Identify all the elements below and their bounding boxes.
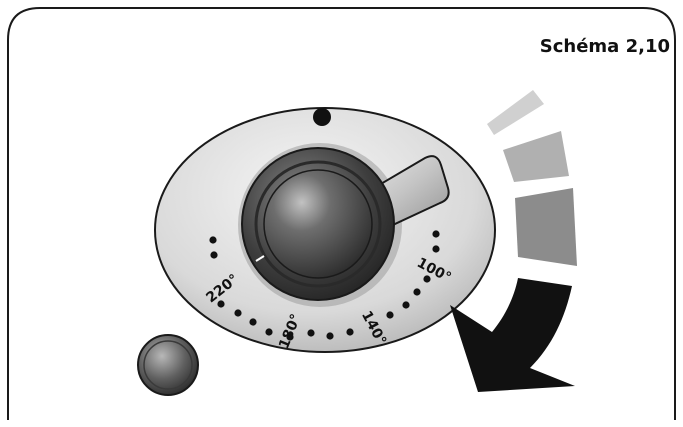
scale-dot bbox=[432, 245, 440, 253]
scale-dot bbox=[234, 309, 242, 317]
scale-dot bbox=[326, 332, 334, 340]
scale-dot bbox=[286, 333, 294, 341]
scale-dot bbox=[346, 328, 354, 336]
scale-dot bbox=[402, 301, 410, 309]
scale-dot bbox=[209, 236, 217, 244]
scale-dot bbox=[386, 311, 394, 319]
scale-dot bbox=[217, 300, 225, 308]
knob-cap bbox=[263, 169, 373, 279]
scale-dot bbox=[423, 275, 431, 283]
temperature-scale-dots bbox=[209, 230, 440, 341]
appliance-frame bbox=[7, 7, 676, 420]
arrow-segment-mid bbox=[503, 131, 569, 182]
arrow-segment-light bbox=[487, 90, 544, 135]
indicator-light bbox=[137, 334, 199, 396]
figure-title: Schéma 2,10 bbox=[540, 36, 670, 57]
scale-dot bbox=[432, 230, 440, 238]
arrow-segment-dark bbox=[515, 188, 577, 266]
scale-dot bbox=[249, 318, 257, 326]
scale-dot bbox=[413, 288, 421, 296]
indicator-light-rim bbox=[143, 340, 193, 390]
knob-ring bbox=[254, 160, 382, 288]
scale-dot bbox=[307, 329, 315, 337]
direction-arrow-icon bbox=[450, 278, 575, 392]
knob-marker-line bbox=[255, 255, 265, 262]
indicator-dot-icon bbox=[313, 108, 331, 126]
scale-dot bbox=[265, 328, 273, 336]
scale-dot bbox=[210, 251, 218, 259]
